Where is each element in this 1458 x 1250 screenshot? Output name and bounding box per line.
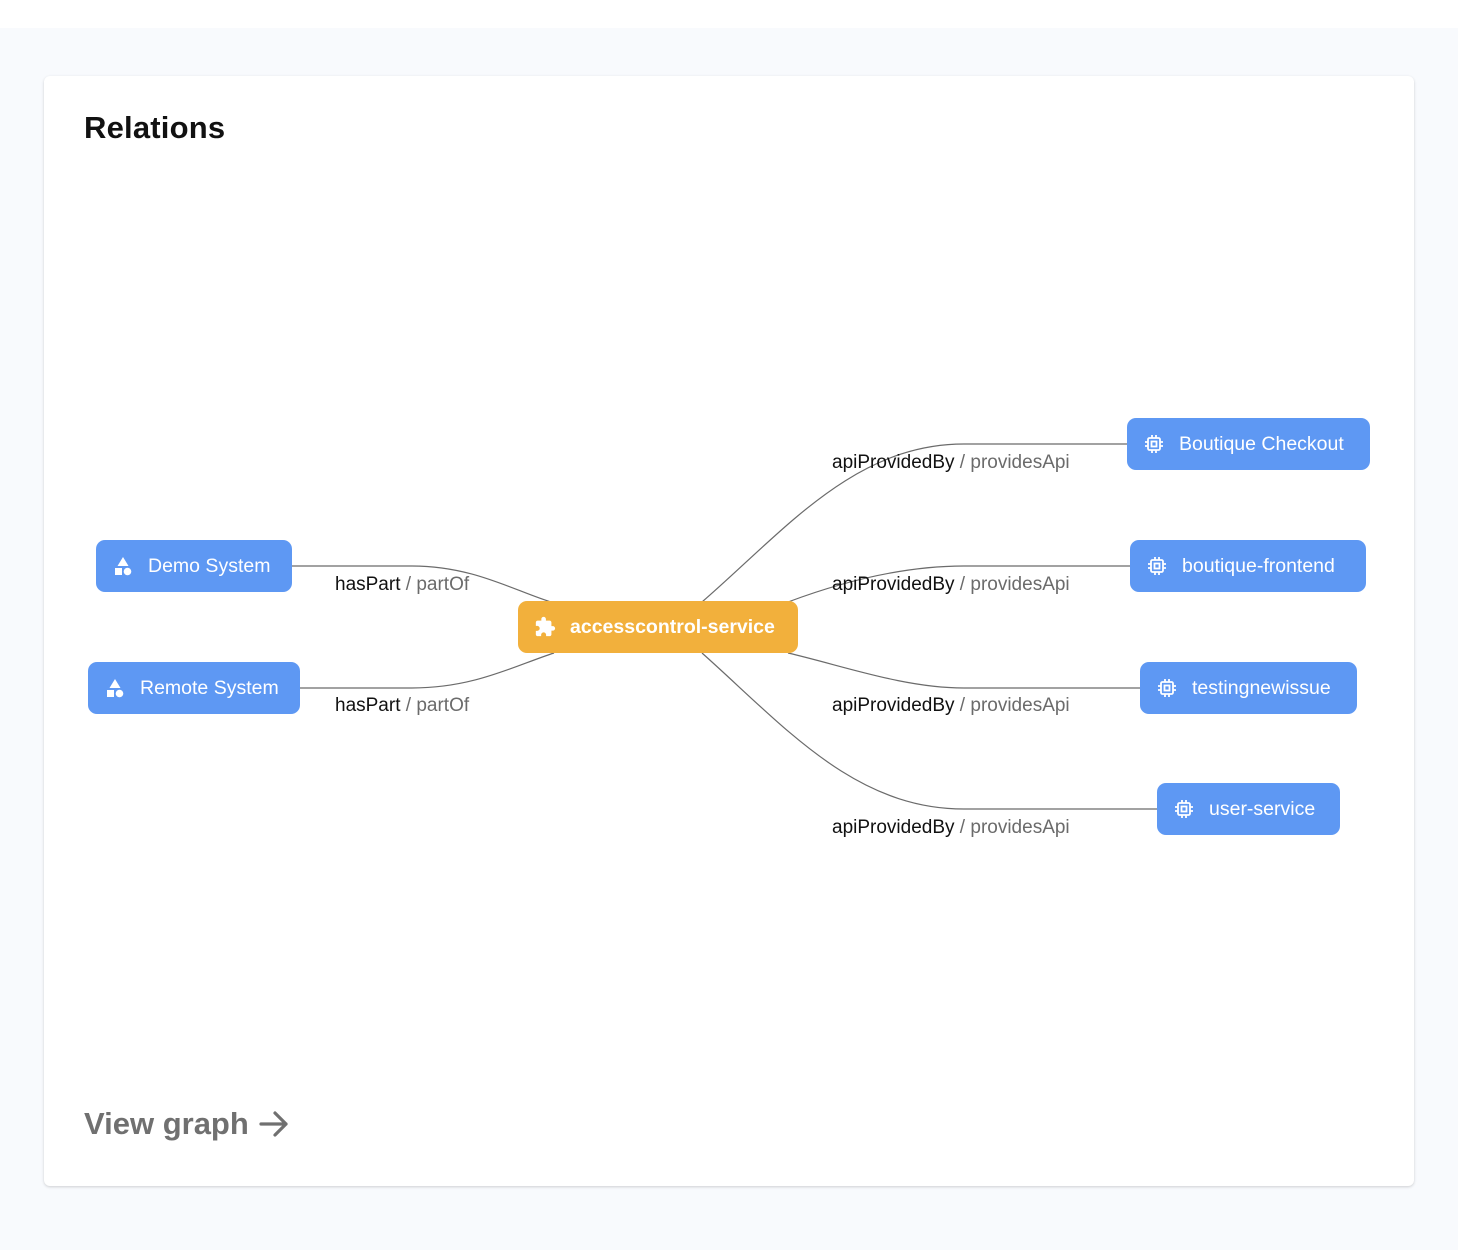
edge-label-demo-system: hasPart / partOf: [335, 574, 470, 595]
node-accesscontrol-service[interactable]: accesscontrol-service: [518, 601, 798, 653]
node-demo-system[interactable]: Demo System: [96, 540, 292, 592]
edge-label-boutique-frontend: apiProvidedBy / providesApi: [832, 574, 1070, 595]
edge-demo-system: [292, 565, 555, 604]
node-label: Demo System: [148, 554, 271, 577]
node-boutique-checkout[interactable]: Boutique Checkout: [1127, 418, 1370, 470]
edge-boutique-checkout: [701, 443, 1127, 603]
edge-label-user-service: apiProvidedBy / providesApi: [832, 817, 1070, 838]
arrow-right-icon: [257, 1107, 291, 1141]
system-shapes-icon: [104, 677, 126, 699]
relations-card: Relations hasPart / partOf hasPart / par…: [44, 76, 1414, 1186]
system-shapes-icon: [112, 555, 134, 577]
puzzle-icon: [534, 616, 556, 638]
chip-icon: [1146, 555, 1168, 577]
card-title: Relations: [84, 110, 226, 145]
edge-remote-system: [300, 652, 555, 689]
view-graph-label: View graph: [84, 1106, 249, 1141]
node-label: user-service: [1209, 797, 1316, 820]
chip-icon: [1156, 677, 1178, 699]
node-boutique-frontend[interactable]: boutique-frontend: [1130, 540, 1366, 592]
edge-testingnewissue: [787, 652, 1140, 689]
edge-label-remote-system: hasPart / partOf: [335, 695, 470, 716]
node-label: testingnewissue: [1192, 676, 1331, 699]
chip-icon: [1143, 433, 1165, 455]
node-testingnewissue[interactable]: testingnewissue: [1140, 662, 1357, 714]
node-remote-system[interactable]: Remote System: [88, 662, 300, 714]
edge-boutique-frontend: [787, 565, 1130, 603]
edge-label-testingnewissue: apiProvidedBy / providesApi: [832, 695, 1070, 716]
edge-label-boutique-checkout: apiProvidedBy / providesApi: [832, 452, 1070, 473]
node-user-service[interactable]: user-service: [1157, 783, 1340, 835]
chip-icon: [1173, 798, 1195, 820]
node-label: boutique-frontend: [1182, 554, 1335, 577]
node-label: Boutique Checkout: [1179, 432, 1344, 455]
edge-user-service: [701, 652, 1157, 810]
relations-graph: hasPart / partOf hasPart / partOf apiPro…: [292, 443, 1157, 838]
view-graph-link[interactable]: View graph: [84, 1106, 291, 1142]
node-label: accesscontrol-service: [570, 615, 775, 638]
node-label: Remote System: [140, 676, 279, 699]
